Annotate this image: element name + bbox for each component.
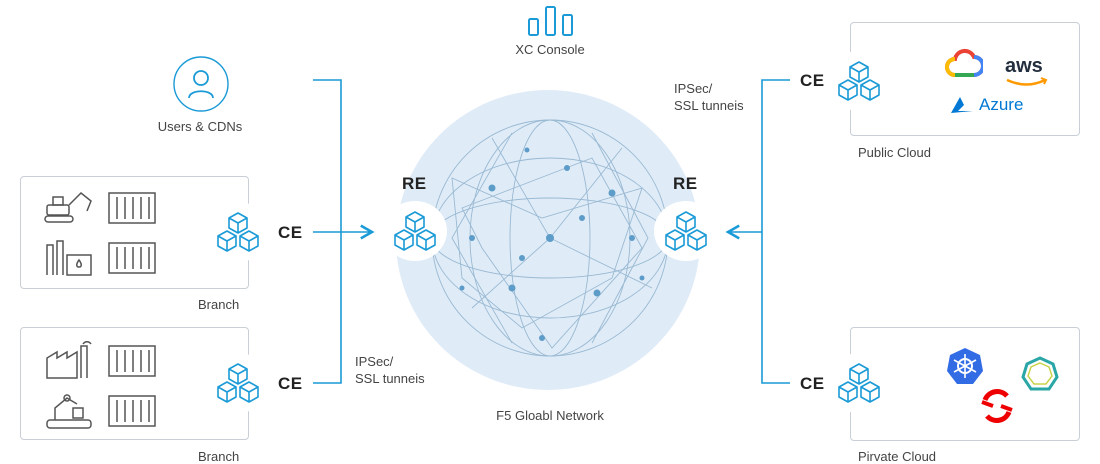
public-cloud-caption: Public Cloud (858, 145, 931, 160)
openshift-ring-icon (1021, 356, 1059, 391)
re-left-cube-icon (383, 201, 447, 261)
excavator-icon (44, 191, 92, 223)
bar-chart-icon (528, 6, 573, 36)
re-left-label: RE (402, 174, 427, 193)
branch-bottom-box (20, 327, 249, 440)
ce-public-label: CE (800, 71, 825, 90)
aws-smile-icon (1006, 77, 1048, 86)
branch-bottom-caption: Branch (198, 449, 240, 464)
ce-private-label: CE (800, 374, 825, 393)
re-right-cube-icon (654, 201, 718, 261)
ce-public-cube-icon (827, 51, 891, 111)
kubernetes-icon (947, 348, 983, 384)
azure-icon (951, 97, 973, 113)
re-right-label: RE (673, 174, 698, 193)
openshift-icon (981, 389, 1013, 423)
branch-top-caption: Branch (198, 297, 240, 312)
factory-icon (46, 341, 92, 379)
public-cloud-box: aws Azure (850, 22, 1080, 136)
network-label: F5 Gloabl Network (496, 408, 604, 423)
ce-branch-bottom-cube-icon (206, 353, 270, 413)
container-icon (108, 395, 156, 427)
ce-branch-bottom-label: CE (278, 374, 303, 393)
user-icon (173, 56, 229, 112)
container-icon (108, 242, 156, 274)
ce-branch-top-label: CE (278, 223, 303, 242)
console-label: XC Console (515, 42, 585, 57)
tunnels-left-label: IPSec/SSL tunneis (355, 354, 425, 386)
robot-arm-icon (46, 394, 92, 429)
aws-logo: aws (1005, 55, 1043, 77)
factory-tank-icon (46, 240, 92, 276)
azure-logo: Azure (979, 95, 1024, 114)
users-label: Users & CDNs (157, 119, 243, 134)
container-icon (108, 345, 156, 377)
google-cloud-icon (945, 48, 983, 77)
private-cloud-caption: Pirvate Cloud (858, 449, 937, 464)
ce-private-cube-icon (827, 353, 891, 413)
tunnels-right-label: IPSec/SSL tunneis (674, 81, 744, 113)
ce-branch-top-cube-icon (206, 202, 270, 262)
container-icon (108, 192, 156, 224)
